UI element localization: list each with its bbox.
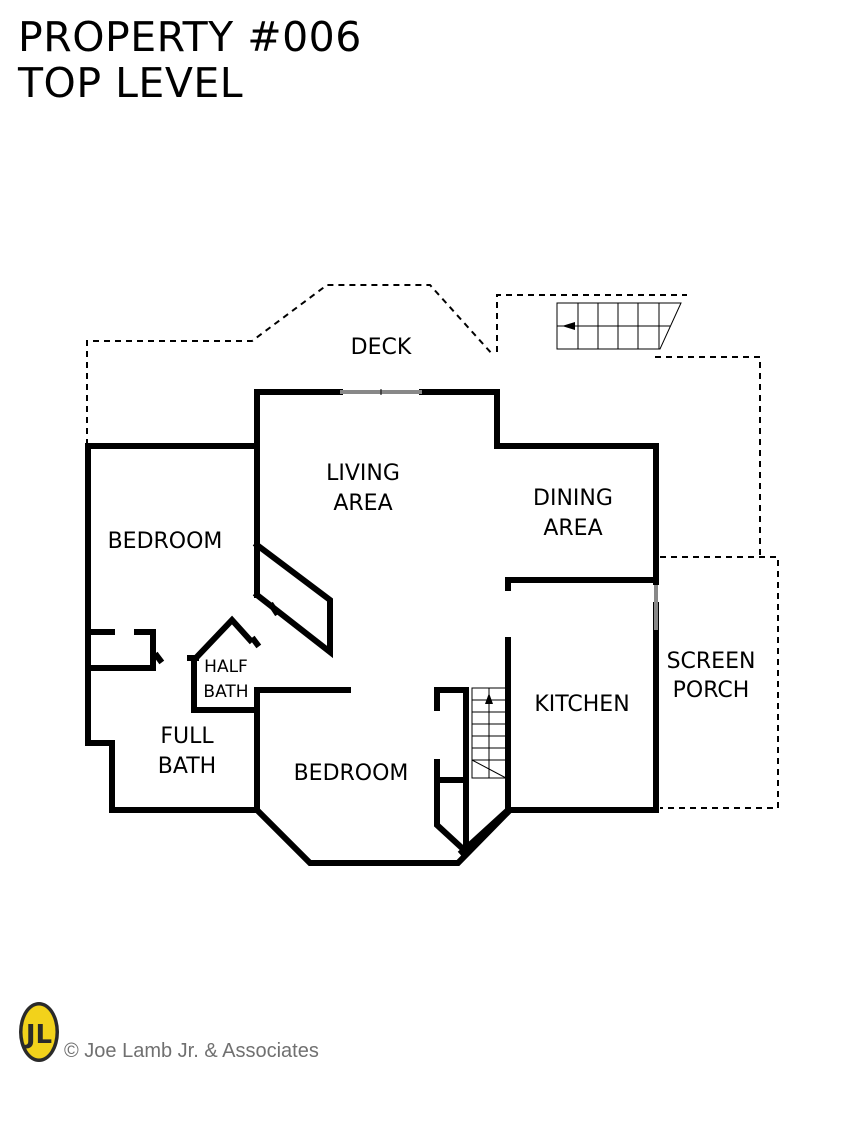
windows <box>340 389 658 630</box>
label-screen-porch-line1: SCREEN <box>667 649 756 674</box>
label-full-bath-line1: FULL <box>160 724 214 749</box>
label-living-area-line2: AREA <box>333 491 392 516</box>
stair-direction-arrow <box>562 322 575 330</box>
company-logo: JL <box>19 1002 59 1062</box>
walls <box>85 389 659 866</box>
label-kitchen: KITCHEN <box>534 692 629 717</box>
label-dining-area-line2: AREA <box>543 516 602 541</box>
room-labels: DECK LIVING AREA DINING AREA BEDROOM HAL… <box>108 335 756 786</box>
interior-stairs <box>471 687 507 779</box>
label-full-bath-line2: BATH <box>158 754 216 779</box>
label-dining-area-line1: DINING <box>533 486 613 511</box>
logo-text: JL <box>24 1020 52 1050</box>
deck-outline <box>86 284 779 809</box>
label-bedroom-bottom: BEDROOM <box>294 761 409 786</box>
page-title: PROPERTY #006 TOP LEVEL <box>18 14 362 106</box>
interior-stair-arrow <box>485 693 493 704</box>
title-line-level: TOP LEVEL <box>18 59 244 107</box>
label-half-bath-line1: HALF <box>204 657 248 677</box>
label-living-area-line1: LIVING <box>326 461 400 486</box>
label-deck: DECK <box>351 335 412 360</box>
label-half-bath-line2: BATH <box>203 682 248 702</box>
label-bedroom-left: BEDROOM <box>108 529 223 554</box>
copyright-credit: © Joe Lamb Jr. & Associates <box>64 1040 319 1062</box>
title-line-property: PROPERTY #006 <box>18 13 362 61</box>
deck-stairs <box>556 302 682 350</box>
label-screen-porch-line2: PORCH <box>673 678 750 703</box>
